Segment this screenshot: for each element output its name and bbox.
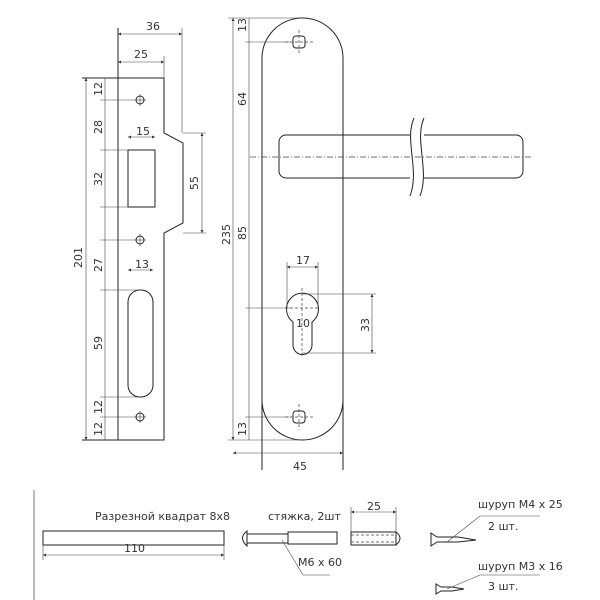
screw-hole-icon — [134, 94, 146, 423]
dim-85: 85 — [236, 226, 249, 240]
dim-64: 64 — [236, 92, 249, 106]
dim-36: 36 — [146, 20, 160, 33]
tie-size: M6 x 60 — [298, 556, 342, 569]
dim-201: 201 — [72, 247, 85, 268]
parts: Разрезной квадрат 8x8 110 стяжка, 2шт M6… — [33, 490, 563, 600]
dim-12-mid: 12 — [92, 400, 105, 414]
screw-m3-icon — [435, 583, 465, 595]
latch-opening — [127, 149, 156, 208]
dim-28: 28 — [92, 120, 105, 134]
screw2-label: шуруп M3 x 16 — [478, 560, 563, 573]
dim-17: 17 — [296, 254, 310, 267]
strike-plate: 36 25 15 13 55 201 12 28 32 27 59 12 12 — [72, 20, 206, 441]
dim-10: 10 — [296, 317, 310, 330]
screw1-qty: 2 шт. — [488, 520, 518, 533]
dim-12-top: 12 — [92, 82, 105, 96]
spindle — [42, 530, 225, 546]
dim-235: 235 — [220, 224, 233, 245]
dim-13-bottom: 13 — [236, 422, 249, 436]
dim-13: 13 — [135, 258, 149, 271]
tie-label: стяжка, 2шт — [268, 510, 341, 523]
break-mark — [409, 117, 425, 197]
lever — [278, 134, 524, 179]
dim-33: 33 — [359, 318, 372, 332]
dim-27: 27 — [92, 258, 105, 272]
handle-plate-outline — [261, 17, 344, 470]
sleeve — [350, 531, 397, 546]
screw2-qty: 3 шт. — [488, 580, 518, 593]
dim-59: 59 — [92, 336, 105, 350]
sleeve-length: 25 — [367, 500, 381, 513]
handle-plate: 235 13 64 85 13 17 10 33 45 — [220, 17, 533, 473]
dim-12-bottom: 12 — [92, 422, 105, 436]
spindle-length: 110 — [124, 542, 145, 555]
dim-45: 45 — [293, 460, 307, 473]
dim-15: 15 — [136, 125, 150, 138]
dim-32: 32 — [92, 172, 105, 186]
bolt-slot — [127, 289, 154, 398]
dim-13-top: 13 — [236, 18, 249, 32]
tie-screw — [287, 531, 338, 545]
screw1-label: шуруп M4 x 25 — [478, 498, 563, 511]
spindle-label: Разрезной квадрат 8x8 — [95, 510, 230, 523]
strike-plate-outline — [82, 77, 184, 441]
screw-m4-icon — [430, 532, 477, 547]
tie-screw-head — [242, 529, 248, 548]
dim-55: 55 — [188, 176, 201, 190]
dim-25: 25 — [134, 48, 148, 61]
